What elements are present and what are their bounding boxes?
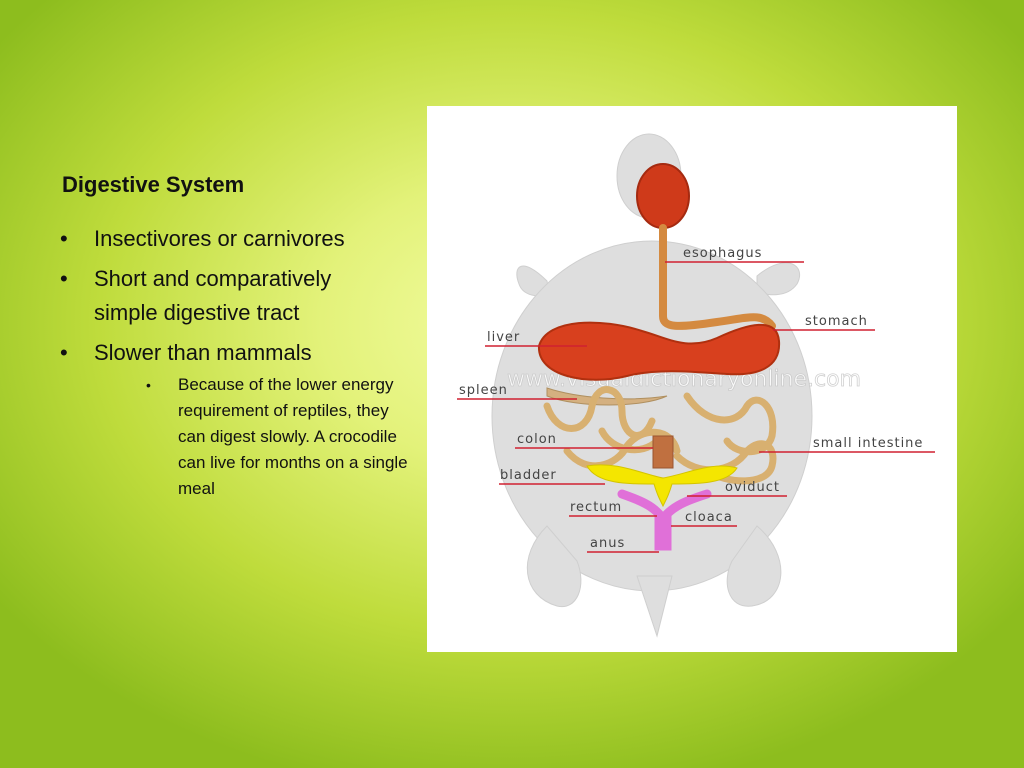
label-spleen: spleen (459, 383, 508, 398)
bullet-text: Insectivores or carnivores (94, 226, 345, 251)
slide-heading: Digestive System (62, 172, 245, 197)
bullet-item: • Short and comparatively simple digesti… (60, 262, 390, 330)
bullet-dot: • (60, 226, 68, 251)
label-oviduct: oviduct (725, 480, 780, 495)
sub-bullet-text: Because of the lower energy requirement … (178, 375, 408, 498)
turtle-hind-left-leg (526, 525, 582, 608)
label-colon: colon (517, 432, 557, 447)
esophagus-organ (659, 224, 776, 330)
spleen-organ (546, 387, 668, 406)
liver-stomach-organ (537, 321, 781, 381)
bladder-organ (586, 464, 738, 508)
bullet-item: • Slower than mammals • Because of the l… (60, 336, 408, 502)
label-small-intestine: small intestine (813, 436, 923, 451)
label-bladder: bladder (500, 468, 557, 483)
label-cloaca: cloaca (685, 510, 733, 525)
label-stomach: stomach (805, 314, 868, 329)
bullet-list: • Insectivores or carnivores • Short and… (60, 222, 408, 508)
label-rectum: rectum (570, 500, 622, 515)
mouth-organ (636, 163, 690, 229)
label-anus: anus (590, 536, 625, 551)
bullet-item: • Insectivores or carnivores (60, 222, 390, 256)
turtle-hind-right-leg (726, 525, 782, 607)
sub-bullet-item: • Because of the lower energy requiremen… (146, 372, 408, 502)
bullet-text: Short and comparatively simple digestive… (94, 266, 332, 325)
cloaca-organ (617, 489, 712, 551)
label-esophagus: esophagus (683, 246, 762, 261)
organs (537, 163, 781, 551)
turtle-tail (636, 575, 673, 638)
label-liver: liver (487, 330, 520, 345)
bullet-text: Slower than mammals (94, 340, 312, 365)
leader-lines (457, 261, 935, 553)
bullet-dot: • (60, 266, 68, 291)
bullet-dot: • (60, 340, 68, 365)
turtle-digestive-diagram: www.visualdictionaryonline.com (427, 106, 957, 652)
sub-bullet-dot: • (146, 377, 151, 393)
colon-organ (652, 435, 674, 469)
diagram-svg: www.visualdictionaryonline.com (457, 133, 935, 638)
